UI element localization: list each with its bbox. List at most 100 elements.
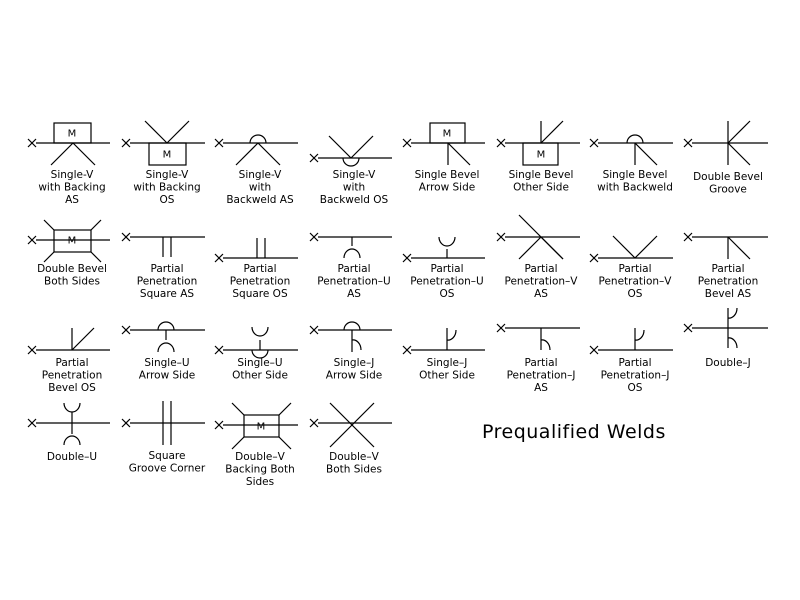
weld-label-line: Backweld OS [320,194,389,206]
weld-label-line: with Backweld [597,182,673,194]
weld-label-line: Partial [525,263,558,275]
weld-symbol-single-u-other-side [214,326,298,359]
weld-label-line: Backweld AS [226,194,294,206]
weld-label-line: Arrow Side [419,182,475,194]
weld-label-line: AS [534,288,548,300]
weld-label-line: Arrow Side [139,370,195,382]
weld-label-line: with [343,182,365,194]
weld-label-line: Square AS [140,288,194,300]
weld-label-line: Single-V [333,169,376,181]
weld-label-line: Groove Corner [129,463,206,475]
weld-label-line: with [249,182,271,194]
weld-label-line: Partial [619,357,652,369]
weld-label-line: Double–U [47,451,97,463]
weld-symbol-double-bevel-groove [683,120,768,166]
weld-label-line: Double Bevel [37,263,107,275]
weld-symbol-single-j-other-side [402,328,485,355]
weld-label-line: Penetration [42,370,103,382]
weld-label-line: Single–U [144,357,189,369]
weld-label-line: Both Sides [326,464,382,476]
weld-label-line: Backing Both [225,464,294,476]
weld-label-line: Bevel OS [48,382,96,394]
weld-symbol-single-u-arrow-side [121,321,205,353]
m-marker-label: M [163,150,172,161]
weld-label-line: Penetration–U [410,276,483,288]
weld-symbol-partial-penetration-square-as [121,232,205,257]
weld-label-line: Other Side [232,370,288,382]
weld-label-line: Partial [338,263,371,275]
weld-symbol-single-v-backweld-as [214,134,298,166]
weld-label-line: Partial [525,357,558,369]
weld-symbol-single-v-backing-os: M [121,120,205,166]
weld-label-line: Partial [619,263,652,275]
weld-label-line: Double–V [235,451,285,463]
weld-label-line: Single–U [237,357,282,369]
weld-symbol-double-j [683,307,768,349]
weld-label-line: Bevel AS [705,288,752,300]
weld-label-line: Single–J [427,357,468,369]
weld-label-line: OS [628,288,643,300]
weld-label-line: Square [149,450,186,462]
weld-label-line: Penetration–V [505,276,579,288]
weld-label-line: with Backing [133,182,200,194]
weld-label-line: Arrow Side [326,370,382,382]
weld-label-line: Single Bevel [415,169,480,181]
weld-symbol-partial-penetration-j-os [589,328,673,355]
weld-label-line: Partial [431,263,464,275]
weld-symbol-partial-penetration-bevel-as [683,232,768,260]
weld-label-line: AS [65,194,79,206]
weld-symbol-partial-penetration-square-os [214,238,298,263]
weld-label-line: OS [440,288,455,300]
m-marker-label: M [443,129,452,140]
weld-label-line: Partial [151,263,184,275]
weld-symbol-square-groove-corner [121,401,205,445]
weld-symbol-partial-penetration-j-as [496,323,580,351]
weld-label-line: Double Bevel [693,171,763,183]
weld-label-line: Penetration–U [317,276,390,288]
weld-label-line: Single-V [146,169,189,181]
weld-label-line: Groove [709,184,747,196]
weld-symbol-single-v-backing-as: M [27,122,110,166]
weld-symbol-single-v-backweld-os [309,135,392,167]
weld-label-double-j: Double–J [705,357,751,369]
weld-label-line: Penetration [137,276,198,288]
weld-symbol-single-j-arrow-side [309,321,392,352]
weld-symbol-double-u [27,402,110,446]
weld-symbol-partial-penetration-u-as [309,232,392,259]
weld-symbol-single-bevel-other-side: M [496,120,580,166]
weld-symbol-double-v-both-sides [309,402,392,448]
weld-label-line: with Backing [38,182,105,194]
weld-symbol-single-bevel-backweld [589,134,673,166]
weld-symbol-partial-penetration-u-os [402,236,485,263]
m-marker-label: M [257,422,266,433]
weld-label-line: Single-V [51,169,94,181]
weld-symbol-partial-penetration-v-os [589,235,673,263]
weld-label-line: Single Bevel [509,169,574,181]
weld-label-line: Penetration–V [599,276,673,288]
weld-label-line: AS [534,382,548,394]
weld-label-line: Double–J [705,357,751,369]
weld-label-line: Single Bevel [603,169,668,181]
weld-symbol-partial-penetration-v-as [496,214,580,260]
